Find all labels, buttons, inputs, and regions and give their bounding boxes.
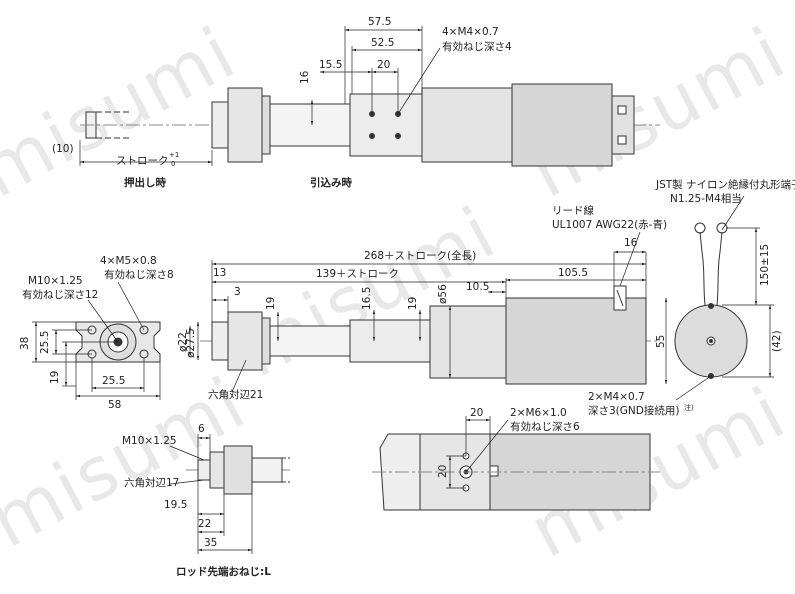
m6-depth: 有効ねじ深さ6 [510, 420, 580, 433]
m6-thread: 2×M6×1.0 [510, 407, 567, 419]
dim-52-5: 52.5 [371, 37, 394, 49]
m10-depth: 有効ねじ深さ12 [22, 288, 98, 301]
mount-detail-dims [446, 416, 509, 489]
m4gnd-depth: 深さ3(GND接続用) [588, 404, 679, 417]
stroke139: 139＋ストローク [316, 268, 399, 280]
m4-thread-label: 4×M4×0.7 [442, 26, 499, 38]
dim-42: (42) [771, 330, 783, 352]
dim-10-5: 10.5 [466, 281, 489, 293]
jst-label-1: JST製 ナイロン絶縁付丸形端子 [655, 178, 795, 191]
rod-end-title: ロッド先端おねじ:L [176, 565, 271, 578]
dim-16-top: 16 [299, 70, 311, 84]
ul1007-label: UL1007 AWG22(赤-青) [552, 218, 667, 231]
dim-22-rod: 22 [198, 518, 211, 530]
hex17-label: 六角対辺17 [124, 476, 179, 489]
dim-20-mount-v: 20 [437, 465, 449, 478]
dim-25-5-horiz: 25.5 [102, 375, 125, 387]
dim-19-a: 19 [265, 297, 277, 310]
dim-6: 6 [198, 423, 205, 435]
jst-label-2: N1.25-M4相当 [670, 192, 742, 205]
m10-thread: M10×1.25 [28, 275, 83, 287]
dim-25-5-vert: 25.5 [39, 331, 51, 354]
m4gnd-note: 注) [684, 403, 694, 412]
rod-end-dims [169, 434, 253, 554]
stroke-label: ストローク [116, 155, 169, 167]
side-view-dims [188, 195, 774, 401]
dim-16-5: 16.5 [361, 287, 373, 310]
dim-20-top: 20 [377, 59, 390, 71]
end-view-dims [32, 281, 161, 400]
hex21-label: 六角対辺21 [208, 388, 263, 401]
dim-16-side: 16 [624, 237, 638, 249]
stroke-tol-sub: 0 [171, 160, 175, 168]
lead-wire-label: リード線 [552, 204, 594, 217]
dim-38: 38 [19, 337, 31, 350]
dim-3: 3 [234, 286, 241, 298]
dim-27-5: ø27.5 [185, 328, 197, 358]
dim-10: (10) [52, 143, 74, 155]
m5-thread: 4×M5×0.8 [100, 255, 157, 267]
m4gnd-thread: 2×M4×0.7 [588, 391, 645, 403]
dim-55: 55 [655, 335, 667, 348]
pull-in-label: 引込み時 [310, 176, 352, 189]
top-view [80, 83, 660, 167]
dim-56: ø56 [437, 284, 449, 304]
dim-22: ø22 [177, 332, 189, 352]
dim-19-5: 19.5 [164, 499, 187, 511]
dim-105-5: 105.5 [558, 267, 588, 279]
top-view-dims [79, 26, 441, 166]
dim-58: 58 [108, 399, 121, 411]
m5-depth: 有効ねじ深さ8 [104, 268, 174, 281]
stroke-tol-sup: +1 [169, 151, 179, 159]
m10-rod-thread: M10×1.25 [122, 435, 177, 447]
overall-length: 268＋ストローク(全長) [364, 249, 476, 262]
m4-depth-label: 有効ねじ深さ4 [442, 40, 512, 53]
push-out-label: 押出し時 [124, 176, 166, 189]
dim-150: 150±15 [759, 244, 771, 286]
dim-35: 35 [204, 537, 217, 549]
dim-15-5: 15.5 [319, 59, 342, 71]
side-view [200, 222, 748, 385]
mount-detail [372, 433, 660, 511]
rod-end-detail [186, 445, 290, 495]
dim-13: 13 [213, 267, 226, 279]
dim-20-mount-h: 20 [470, 407, 483, 419]
dim-57-5: 57.5 [368, 16, 391, 28]
dim-19-end: 19 [49, 371, 61, 384]
dim-19-b: 19 [407, 297, 419, 310]
